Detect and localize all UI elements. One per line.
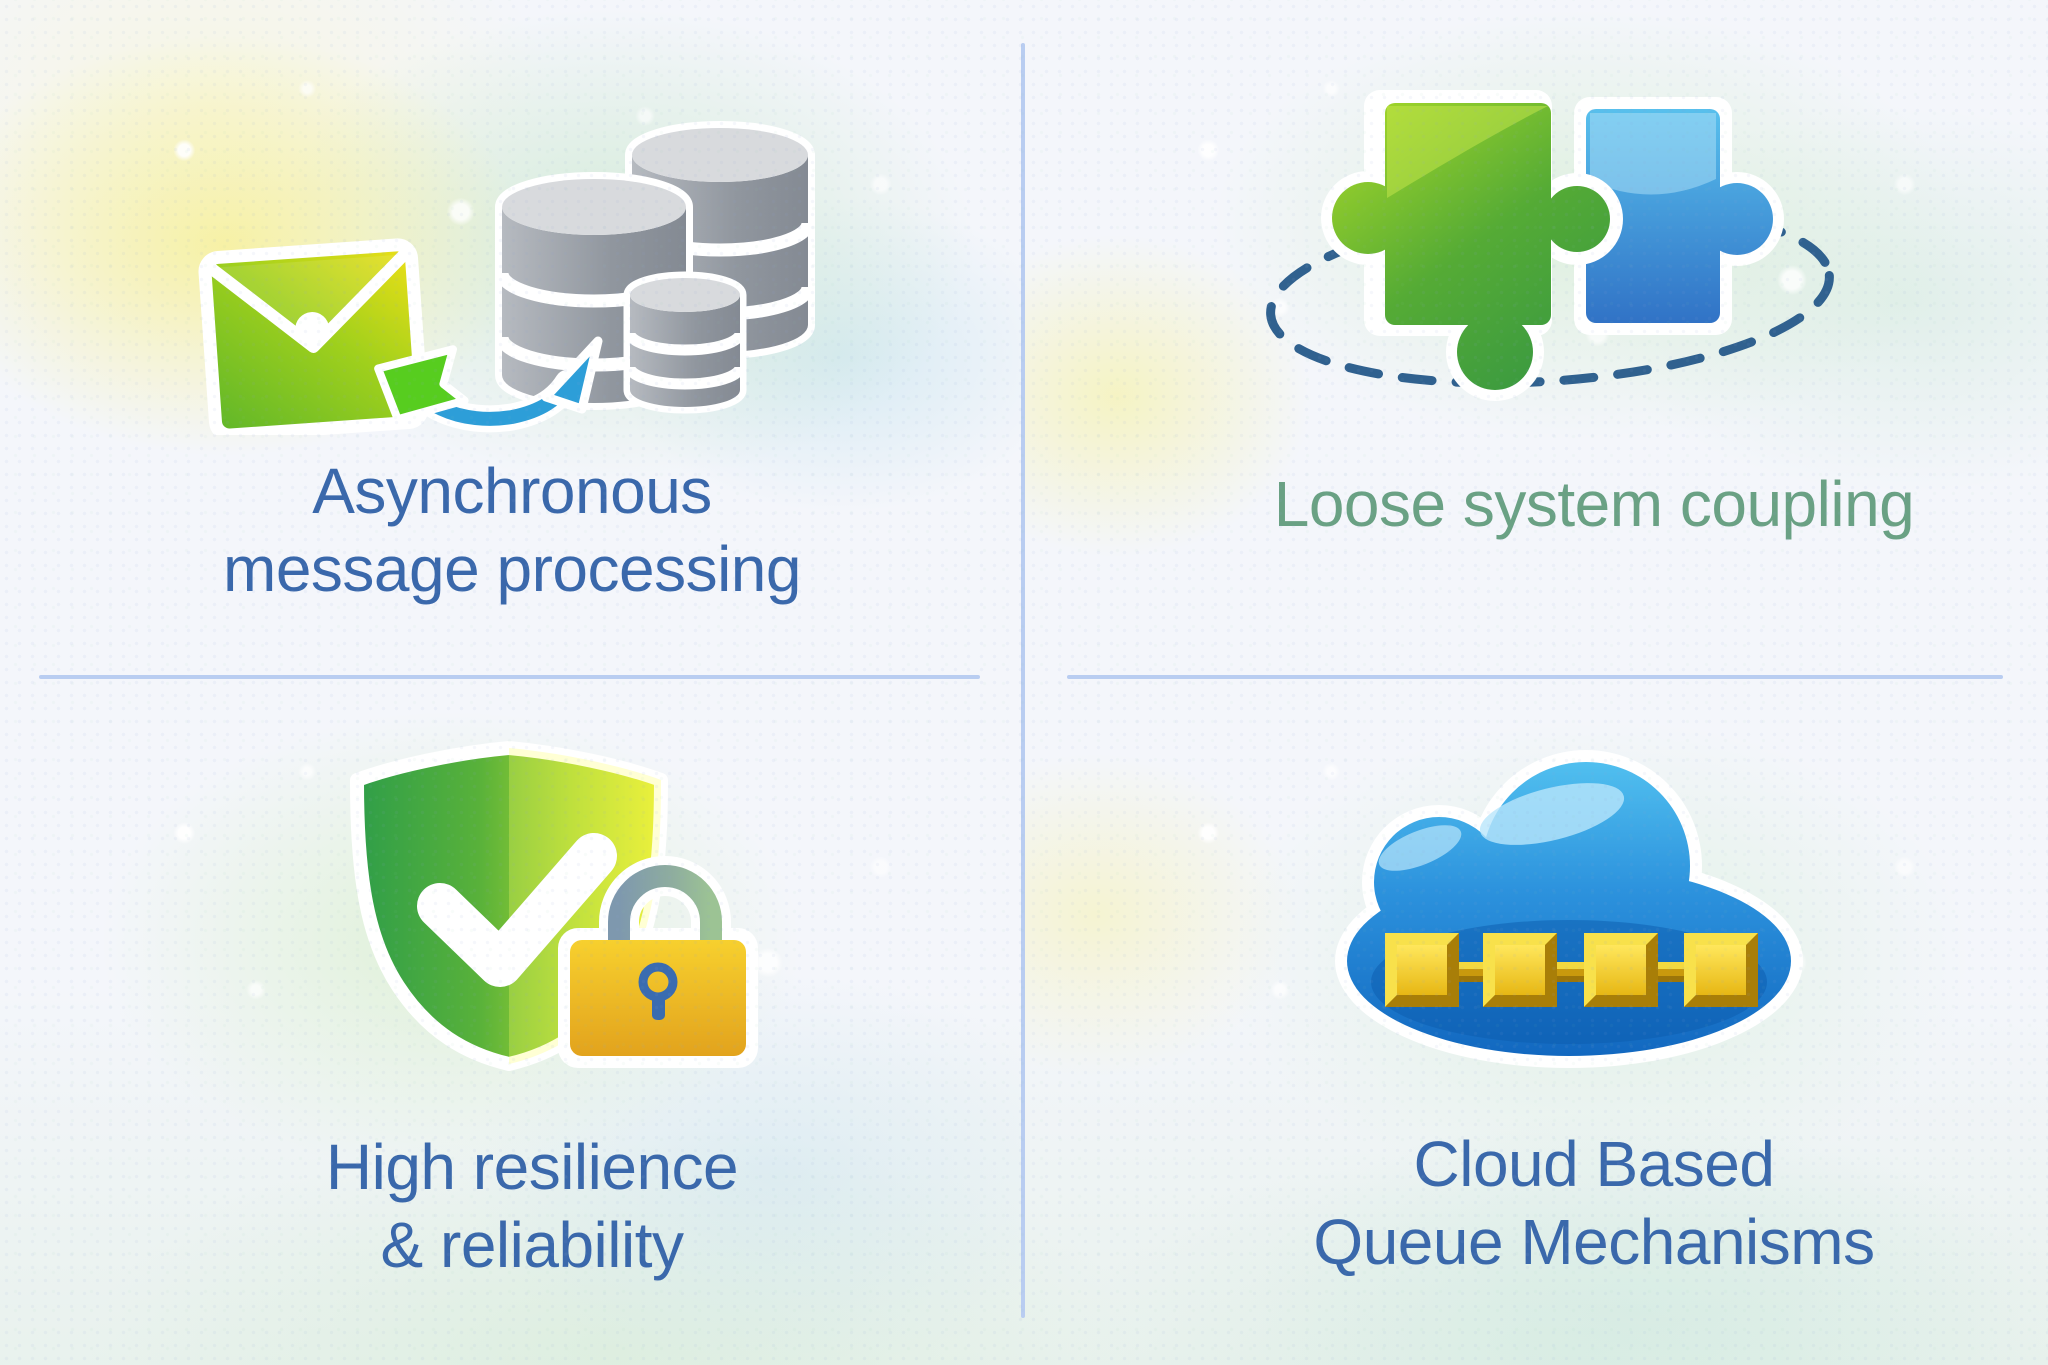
caption-line: High resilience — [325, 1131, 739, 1203]
shield-check-lock-icon — [350, 741, 758, 1071]
caption-asynchronous-message-processing: Asynchronous message processing — [0, 452, 1024, 608]
quadrant-cloud-queue-mechanisms: Cloud Based Queue Mechanisms — [1024, 683, 2048, 1365]
envelope-icon — [198, 238, 469, 435]
envelope-database-arrow-icon — [198, 121, 815, 435]
database-cylinder-small — [623, 271, 747, 414]
queue-block — [1385, 933, 1459, 1007]
caption-line: Asynchronous — [312, 455, 712, 527]
quadrant-loose-system-coupling: Loose system coupling — [1024, 0, 2048, 683]
horizontal-divider-left — [39, 675, 980, 679]
caption-line: message processing — [223, 533, 801, 605]
caption-line: Queue Mechanisms — [1313, 1206, 1875, 1278]
horizontal-divider-right — [1067, 675, 2003, 679]
queue-block — [1684, 933, 1758, 1007]
caption-line: & reliability — [380, 1209, 684, 1281]
cloud-queue-icon — [1335, 750, 1803, 1068]
queue-block — [1483, 933, 1557, 1007]
cloud-icon — [1335, 750, 1803, 1068]
caption-loose-system-coupling: Loose system coupling — [1082, 465, 2048, 543]
puzzle-pieces-icon — [1266, 90, 1834, 401]
caption-line: Cloud Based — [1413, 1128, 1775, 1200]
caption-line: Loose system coupling — [1273, 468, 1915, 540]
vertical-divider — [1021, 43, 1025, 1318]
quadrant-high-resilience-reliability: High resilience & reliability — [0, 683, 1024, 1365]
caption-high-resilience-reliability: High resilience & reliability — [20, 1128, 1044, 1284]
quadrant-async-message-processing: Asynchronous message processing — [0, 0, 1024, 683]
queue-block — [1584, 933, 1658, 1007]
caption-cloud-queue-mechanisms: Cloud Based Queue Mechanisms — [1082, 1125, 2048, 1281]
